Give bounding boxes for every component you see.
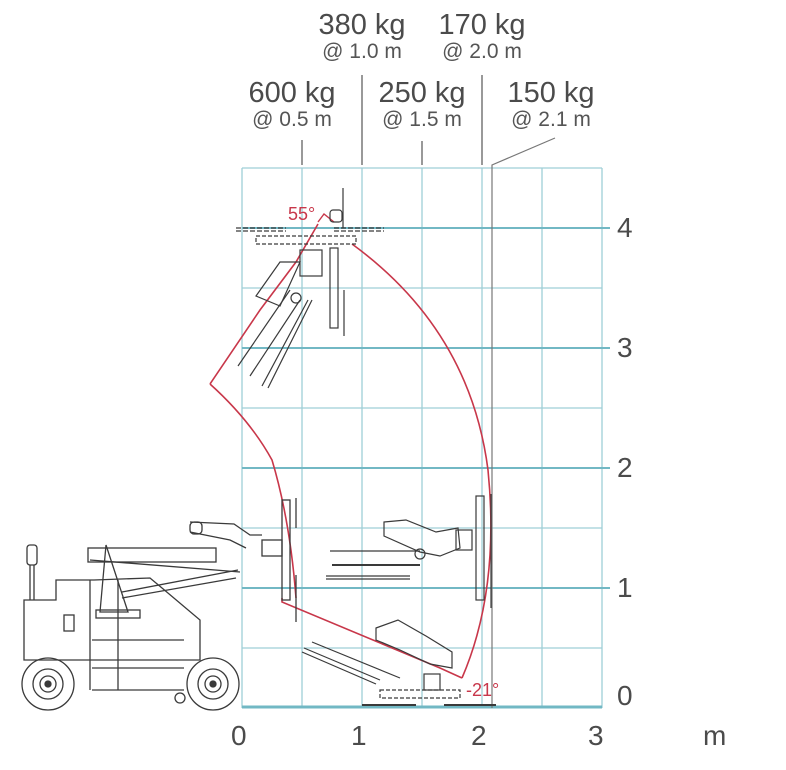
load-value: 380 kg	[318, 9, 406, 41]
x-tick-1: 1	[351, 720, 367, 751]
load-value: 600 kg	[248, 77, 336, 109]
spider-crane-base	[21, 498, 297, 711]
vacuum-head-top-position	[236, 188, 384, 389]
load-value: 250 kg	[378, 77, 466, 109]
x-tick-3: 3	[588, 720, 604, 751]
vacuum-head-low-position	[301, 619, 496, 706]
reach-value: @ 0.5 m	[252, 108, 332, 131]
load-rating-150kg: 150 kg @ 2.1 m	[491, 78, 611, 132]
y-tick-4: 4	[617, 212, 633, 243]
x-axis-unit: m	[703, 720, 727, 751]
reach-value: @ 1.5 m	[382, 108, 462, 131]
angle-label-top: 55°	[288, 204, 315, 224]
reach-value: @ 1.0 m	[322, 40, 402, 63]
x-tick-2: 2	[471, 720, 487, 751]
reach-value: @ 2.1 m	[511, 108, 591, 131]
grid-major	[242, 227, 610, 709]
y-tick-0: 0	[617, 680, 633, 711]
load-rating-250kg: 250 kg @ 1.5 m	[362, 78, 482, 132]
x-tick-0: 0	[231, 720, 247, 751]
grid	[241, 167, 603, 708]
load-rating-170kg: 170 kg @ 2.0 m	[422, 10, 542, 64]
load-value: 150 kg	[507, 77, 595, 109]
y-tick-1: 1	[617, 572, 633, 603]
vacuum-head-middle-position	[326, 494, 492, 608]
load-rating-600kg: 600 kg @ 0.5 m	[232, 78, 352, 132]
reach-value: @ 2.0 m	[442, 40, 522, 63]
y-tick-3: 3	[617, 332, 633, 363]
y-tick-2: 2	[617, 452, 633, 483]
load-rating-380kg: 380 kg @ 1.0 m	[302, 10, 422, 64]
angle-label-bottom: -21°	[466, 680, 499, 700]
working-envelope	[209, 213, 492, 679]
load-leader-lines	[301, 75, 556, 708]
load-value: 170 kg	[438, 9, 526, 41]
